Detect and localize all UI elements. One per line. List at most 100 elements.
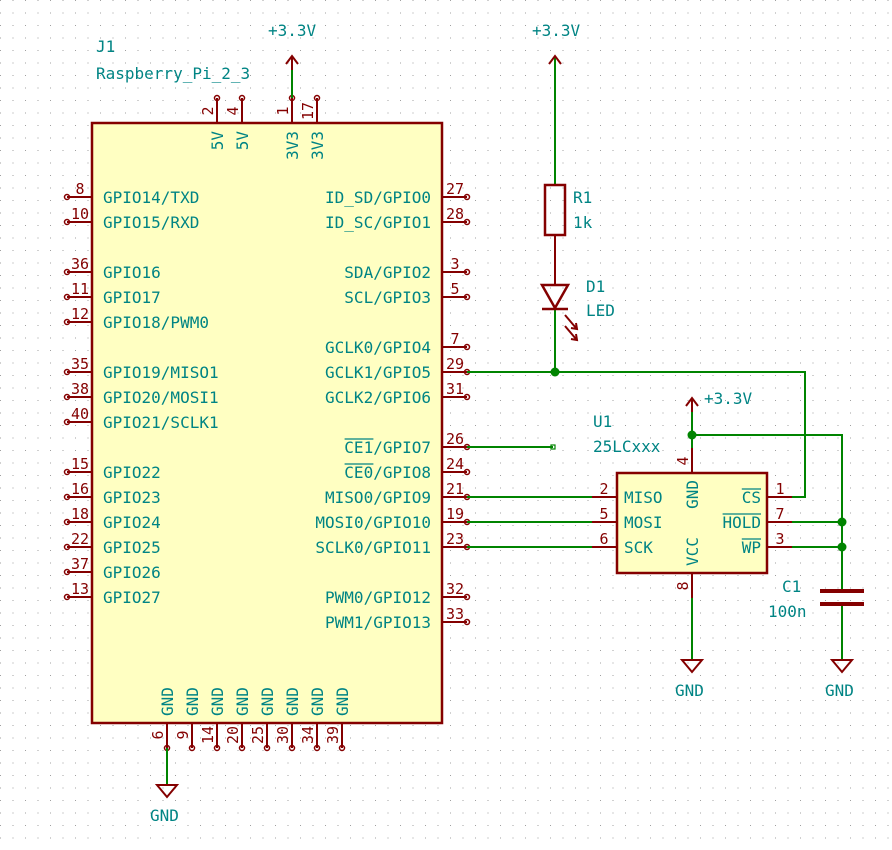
pin-number: 9 bbox=[174, 730, 192, 739]
pin-name: ID_SD/GPIO0 bbox=[325, 188, 431, 207]
d1-symbol[interactable]: D1 LED bbox=[539, 277, 615, 342]
pin-name: GND bbox=[283, 687, 302, 716]
pin-name: WP bbox=[742, 538, 761, 557]
c1-symbol[interactable]: C1 100n bbox=[768, 577, 864, 621]
pin-name: MISO bbox=[624, 488, 663, 507]
pin-number: 17 bbox=[299, 102, 317, 120]
r1-symbol[interactable]: R1 1k bbox=[543, 183, 593, 285]
power-3v3-j1[interactable]: +3.3V bbox=[268, 21, 317, 70]
pin-number: 19 bbox=[446, 505, 464, 523]
pin-number: 24 bbox=[446, 455, 464, 473]
j1-ref: J1 bbox=[96, 37, 115, 56]
j1-value: Raspberry_Pi_2_3 bbox=[96, 64, 250, 83]
pin-number: 37 bbox=[71, 555, 89, 573]
pin-name: PWM0/GPIO12 bbox=[325, 588, 431, 607]
c1-value: 100n bbox=[768, 602, 807, 621]
j1-top-pin[interactable]: 17 3V3 bbox=[299, 94, 327, 160]
pin-number: 8 bbox=[674, 581, 692, 590]
pin-name: GCLK1/GPIO5 bbox=[325, 363, 431, 382]
u1-value: 25LCxxx bbox=[593, 437, 661, 456]
pin-number: 40 bbox=[71, 405, 89, 423]
pin-number: 7 bbox=[775, 505, 784, 523]
gnd-symbol-j1[interactable]: GND bbox=[150, 784, 180, 825]
pin-name: GPIO22 bbox=[103, 463, 161, 482]
pin-number: 8 bbox=[75, 180, 84, 198]
pin-number: 4 bbox=[674, 456, 692, 465]
pin-number: 28 bbox=[446, 205, 464, 223]
junction-wp bbox=[837, 542, 847, 552]
j1-top-pin[interactable]: 25V bbox=[199, 94, 227, 151]
u1-right-pin[interactable]: 1CS bbox=[742, 480, 792, 507]
pin-number: 11 bbox=[71, 280, 89, 298]
r1-value: 1k bbox=[573, 213, 593, 232]
pin-name: MOSI bbox=[624, 513, 663, 532]
u1-bottom-pin[interactable]: 8 VCC bbox=[674, 537, 702, 598]
pin-name: GPIO21/SCLK1 bbox=[103, 413, 219, 432]
pin-name: 3V3 bbox=[308, 131, 327, 160]
d1-value: LED bbox=[586, 301, 615, 320]
j1-right-pin[interactable]: 29 GCLK1/GPIO5 bbox=[325, 355, 471, 382]
pin-number: 22 bbox=[71, 530, 89, 548]
pin-name: VCC bbox=[683, 537, 702, 566]
pin-name: CE1/GPIO7 bbox=[344, 438, 431, 457]
pin-name: SCL/GPIO3 bbox=[344, 288, 431, 307]
pin-number: 20 bbox=[224, 726, 242, 744]
pin-number: 29 bbox=[446, 355, 464, 373]
j1-top-pin[interactable]: 45V bbox=[224, 94, 252, 151]
j1-left-pin[interactable]: 40 GPIO21/SCLK1 bbox=[63, 405, 219, 432]
gnd-symbol-c1[interactable]: GND bbox=[825, 659, 855, 700]
u1-right-pin[interactable]: 3WP bbox=[742, 530, 792, 557]
gnd-symbol-u1[interactable]: GND bbox=[675, 659, 705, 700]
no-connect-end bbox=[550, 444, 556, 450]
pin-number: 4 bbox=[224, 106, 242, 115]
power-3v3-r1[interactable]: +3.3V bbox=[532, 21, 581, 65]
wire-u1-pwr-bus[interactable] bbox=[692, 434, 843, 590]
power-3v3-u1[interactable]: +3.3V bbox=[685, 389, 753, 412]
pin-number: 1 bbox=[775, 480, 784, 498]
pin-number: 25 bbox=[249, 726, 267, 744]
pin-number: 6 bbox=[599, 530, 608, 548]
